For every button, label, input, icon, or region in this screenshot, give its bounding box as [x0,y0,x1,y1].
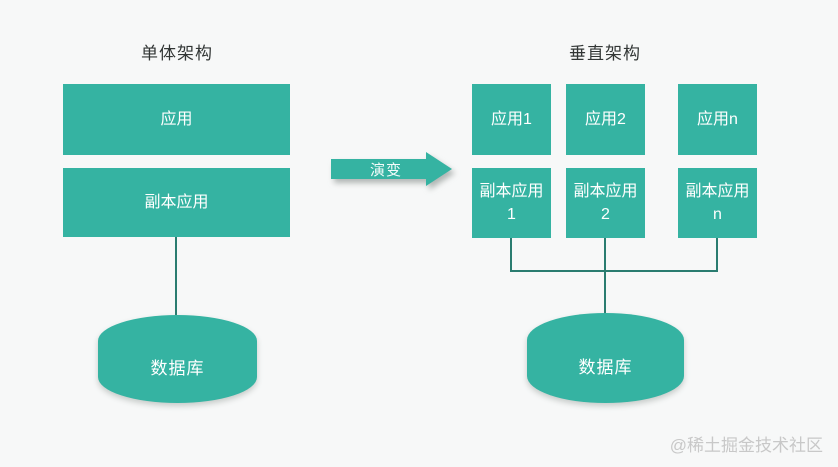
monolith-database-label: 数据库 [150,358,205,378]
monolith-database-cylinder: 数据库 [98,315,257,403]
vertical-replica-box-2: 副本应用 2 [566,168,645,238]
vertical-title: 垂直架构 [569,44,641,63]
vertical-app-box-2: 应用2 [566,84,645,155]
evolution-arrow-body [331,159,426,179]
vertical-replica-box-n: 副本应用 n [678,168,757,238]
vertical-app-box-n: 应用n [678,84,757,155]
monolith-db-connector-line [175,237,177,315]
replica-1-connector-line [510,238,512,271]
vertical-database-cylinder: 数据库 [527,313,684,403]
replica-bus-connector-line [510,270,718,272]
evolution-arrow: 演变 [331,152,452,186]
vertical-replica-box-1: 副本应用 1 [472,168,551,238]
database-cylinder-icon [98,315,257,403]
evolution-arrow-head-icon [426,152,452,186]
replica-n-connector-line [716,238,718,271]
monolith-replica-box: 副本应用 [63,168,290,237]
replica-2-connector-line [604,238,606,315]
watermark: @稀土掘金技术社区 [669,436,823,455]
vertical-database-label: 数据库 [578,357,633,377]
monolith-title: 单体架构 [141,44,213,63]
database-cylinder-icon [527,313,684,403]
vertical-app-box-1: 应用1 [472,84,551,155]
evolution-arrow-label: 演变 [369,161,402,179]
monolith-app-box: 应用 [63,84,290,155]
